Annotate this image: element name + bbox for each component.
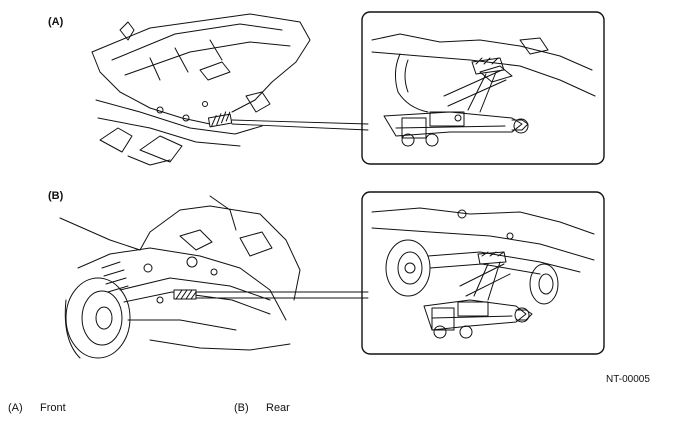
panel-b-label: (B) [48, 190, 64, 202]
panel-a-label: (A) [48, 16, 64, 28]
front-underbody-drawing [91, 13, 311, 166]
legend-item-rear: (B) Rear [234, 402, 290, 414]
legend-code: (B) [234, 402, 249, 414]
legend-code: (A) [8, 402, 23, 414]
leader-line-b [195, 291, 369, 299]
legend-text: Front [40, 402, 66, 414]
inset-a-frame [361, 11, 605, 165]
inset-b-frame [361, 191, 605, 355]
rear-underbody-drawing [59, 195, 301, 359]
legend-text: Rear [266, 402, 290, 414]
legend-item-front: (A) Front [8, 402, 66, 414]
leader-line-a [231, 119, 369, 131]
figure-reference-code: NT-00005 [606, 374, 650, 385]
inset-a-floor-jack-drawing [371, 33, 596, 147]
inset-b-floor-jack-drawing [371, 207, 595, 339]
